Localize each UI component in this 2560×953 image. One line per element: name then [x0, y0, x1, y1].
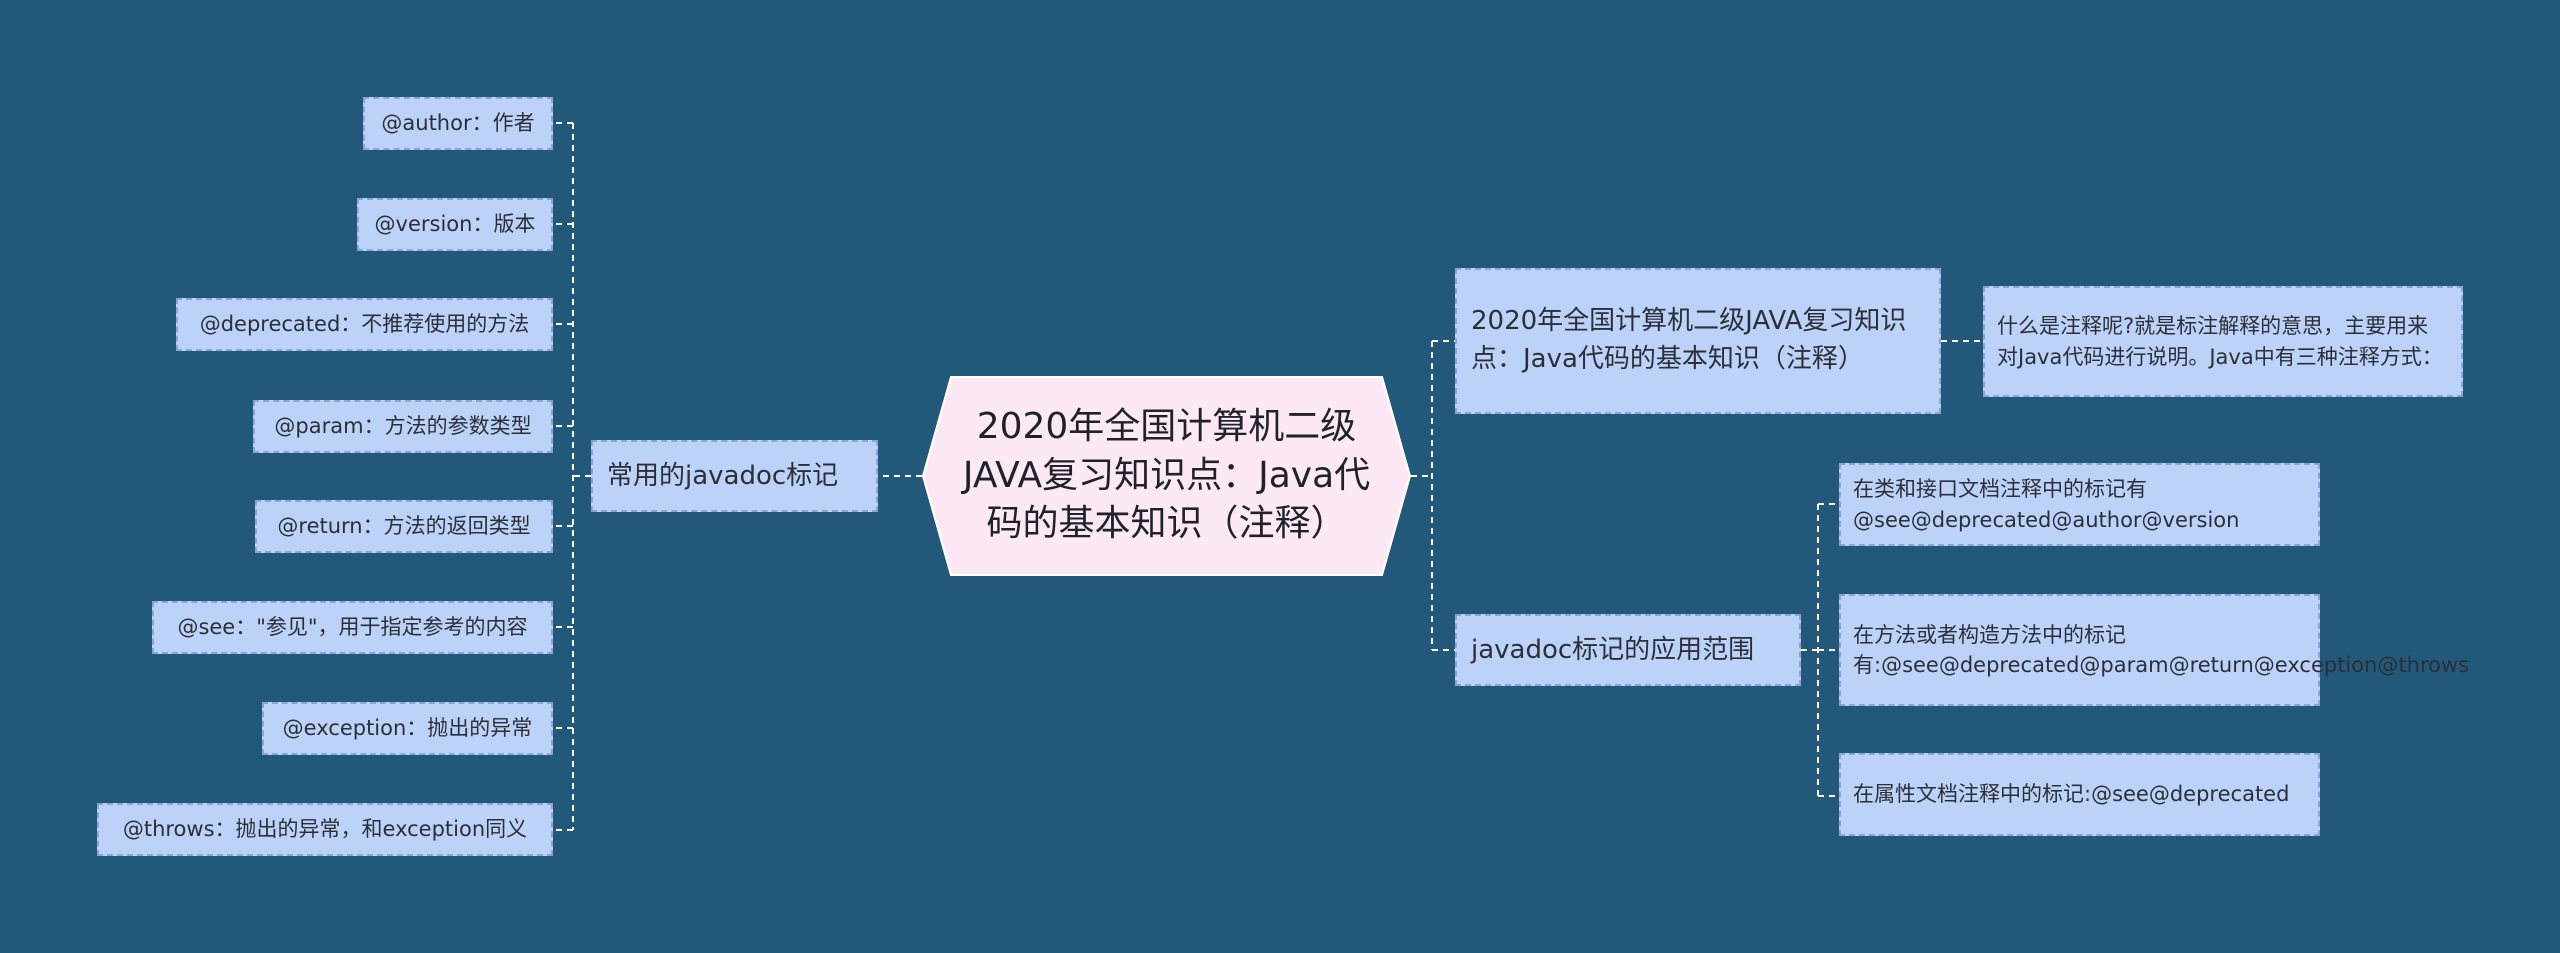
- leaf-comment-definition[interactable]: 什么是注释呢?就是标注解释的意思，主要用来对Java代码进行说明。Java中有三…: [1983, 286, 2463, 397]
- branch-label: javadoc标记的应用范围: [1471, 634, 1755, 665]
- branch-label: 2020年全国计算机二级JAVA复习知识点：Java代码的基本知识（注释）: [1471, 306, 1907, 374]
- branch-label: 常用的javadoc标记: [607, 460, 839, 491]
- leaf-label: @throws：抛出的异常，和exception同义: [122, 816, 528, 841]
- root-label: 2020年全国计算机二级JAVA复习知识点：Java代码的基本知识（注释）: [962, 405, 1371, 545]
- branch-topic-title[interactable]: 2020年全国计算机二级JAVA复习知识点：Java代码的基本知识（注释）: [1455, 268, 1941, 414]
- leaf-label: @exception：抛出的异常: [282, 715, 533, 740]
- leaf-exception[interactable]: @exception：抛出的异常: [262, 702, 553, 755]
- leaf-label: @see："参见"，用于指定参考的内容: [177, 614, 528, 639]
- leaf-method-tags[interactable]: 在方法或者构造方法中的标记有:@see@deprecated@param@ret…: [1839, 594, 2469, 706]
- root-hexagon-shape: [921, 376, 1412, 576]
- leaf-param[interactable]: @param：方法的参数类型: [253, 400, 553, 453]
- leaf-label: @return：方法的返回类型: [277, 513, 531, 538]
- leaf-label: 在属性文档注释中的标记:@see@deprecated: [1853, 782, 2290, 807]
- leaf-return[interactable]: @return：方法的返回类型: [255, 500, 553, 553]
- leaf-deprecated[interactable]: @deprecated：不推荐使用的方法: [176, 298, 553, 351]
- leaf-label: 什么是注释呢?就是标注解释的意思，主要用来对Java代码进行说明。Java中有三…: [1997, 314, 2443, 369]
- leaf-version[interactable]: @version：版本: [357, 198, 553, 251]
- leaf-label: @author：作者: [381, 110, 535, 135]
- leaf-field-tags[interactable]: 在属性文档注释中的标记:@see@deprecated: [1839, 753, 2320, 836]
- branch-javadoc-tags[interactable]: 常用的javadoc标记: [591, 440, 878, 512]
- leaf-label: 在方法或者构造方法中的标记有:@see@deprecated@param@ret…: [1853, 622, 2470, 677]
- root-node[interactable]: 2020年全国计算机二级JAVA复习知识点：Java代码的基本知识（注释）: [921, 375, 1412, 577]
- leaf-label: @version：版本: [374, 211, 536, 236]
- leaf-author[interactable]: @author：作者: [363, 97, 553, 150]
- leaf-see[interactable]: @see："参见"，用于指定参考的内容: [152, 601, 553, 654]
- leaf-class-interface-tags[interactable]: 在类和接口文档注释中的标记有@see@deprecated@author@ver…: [1839, 463, 2320, 546]
- leaf-label: 在类和接口文档注释中的标记有@see@deprecated@author@ver…: [1853, 477, 2240, 532]
- leaf-label: @deprecated：不推荐使用的方法: [199, 311, 530, 336]
- leaf-throws[interactable]: @throws：抛出的异常，和exception同义: [97, 803, 553, 856]
- branch-javadoc-scope[interactable]: javadoc标记的应用范围: [1455, 614, 1801, 686]
- leaf-label: @param：方法的参数类型: [274, 413, 532, 438]
